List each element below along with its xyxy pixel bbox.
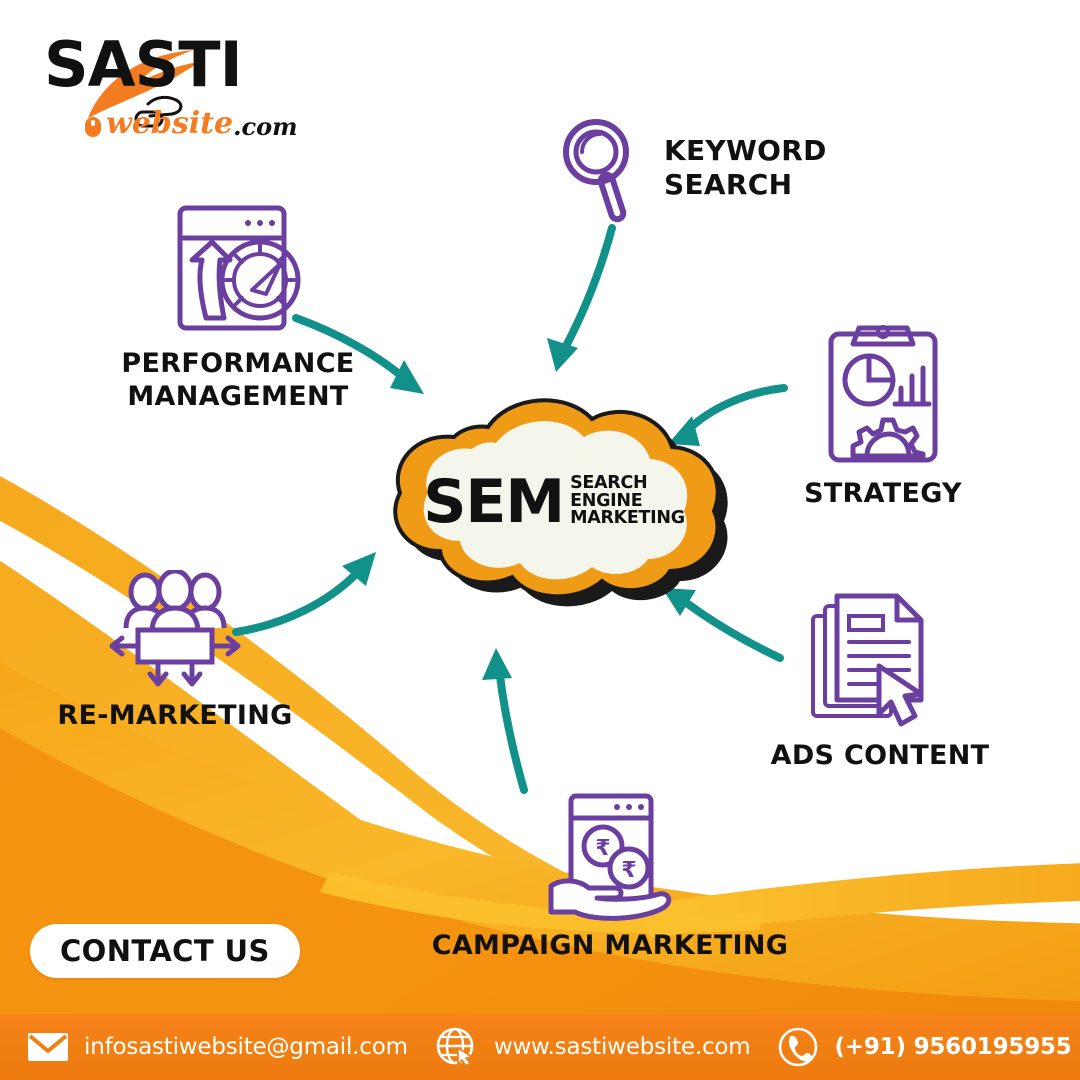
footer-email-text: infosastiwebsite@gmail.com bbox=[84, 1034, 408, 1060]
footer-email[interactable]: infosastiwebsite@gmail.com bbox=[26, 1030, 408, 1064]
browser-speedometer-icon bbox=[177, 205, 301, 331]
footer-website-text: www.sastiwebsite.com bbox=[493, 1034, 751, 1060]
node-campaign-marketing-label: CAMPAIGN MARKETING bbox=[431, 930, 789, 961]
people-arrows-icon bbox=[109, 570, 241, 687]
envelope-icon bbox=[28, 1033, 68, 1061]
node-strategy-label: STRATEGY bbox=[804, 478, 962, 509]
mouse-icon bbox=[85, 116, 101, 137]
clipboard-charts-gear-icon bbox=[828, 325, 938, 463]
node-ads-content[interactable]: ADS CONTENT bbox=[755, 588, 1005, 773]
logo-tld: .com bbox=[233, 111, 298, 141]
documents-cursor-icon bbox=[811, 593, 924, 727]
footer-bar: infosastiwebsite@gmail.com www.sastiwebs… bbox=[0, 1014, 1080, 1080]
contact-us-label: CONTACT US bbox=[60, 934, 270, 968]
footer-phone[interactable]: (+91) 9560195955 bbox=[776, 1025, 1072, 1069]
phone-icon bbox=[779, 1027, 818, 1067]
contact-us-button[interactable]: CONTACT US bbox=[30, 924, 300, 978]
globe-cursor-icon bbox=[436, 1027, 474, 1067]
logo-artwork bbox=[88, 50, 200, 128]
magnifier-icon bbox=[563, 119, 629, 223]
center-cloud: SEM SEARCH ENGINE MARKETING bbox=[370, 385, 730, 610]
node-re-marketing-label: RE-MARKETING bbox=[57, 700, 293, 731]
node-performance-management-label: PERFORMANCE MANAGEMENT bbox=[121, 348, 355, 412]
svg-text:₹: ₹ bbox=[621, 858, 636, 883]
orange-swoosh-icon bbox=[88, 50, 200, 118]
arrow-campaign-marketing bbox=[482, 648, 528, 794]
svg-text:₹: ₹ bbox=[595, 836, 610, 861]
footer-phone-text: (+91) 9560195955 bbox=[834, 1034, 1072, 1060]
logo-wordmark: SASTI bbox=[44, 28, 243, 101]
node-campaign-marketing[interactable]: ₹ ₹ CAMPAIGN MARKETING bbox=[420, 788, 800, 963]
node-keyword-search[interactable]: KEYWORD SEARCH bbox=[556, 112, 886, 224]
brand-logo[interactable]: SASTI website .com bbox=[44, 26, 304, 146]
node-strategy[interactable]: STRATEGY bbox=[778, 318, 988, 511]
node-re-marketing[interactable]: RE-MARKETING bbox=[50, 570, 300, 733]
hand-rupee-browser-icon: ₹ ₹ bbox=[548, 793, 672, 921]
footer-website[interactable]: www.sastiwebsite.com bbox=[434, 1025, 751, 1069]
node-keyword-search-label: KEYWORD SEARCH bbox=[664, 133, 827, 201]
cloud-icon bbox=[393, 398, 728, 607]
arrow-keyword-search bbox=[547, 224, 616, 372]
node-performance-management[interactable]: PERFORMANCE MANAGEMENT bbox=[88, 198, 388, 414]
node-ads-content-label: ADS CONTENT bbox=[770, 740, 990, 771]
logo-subword: website bbox=[106, 106, 234, 141]
